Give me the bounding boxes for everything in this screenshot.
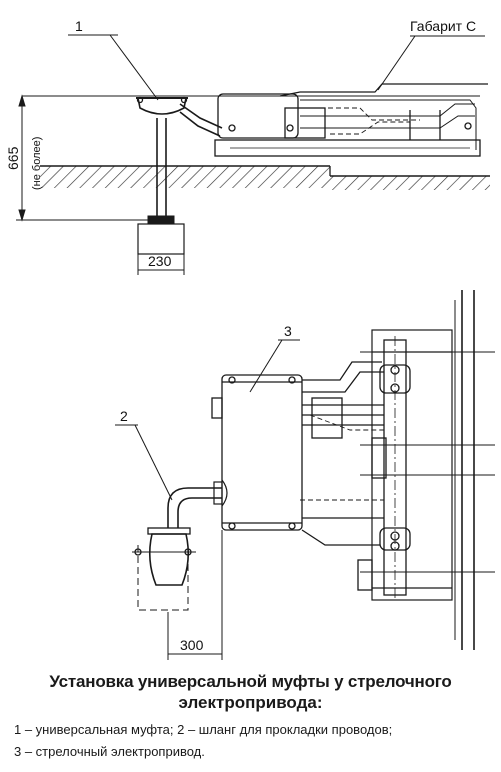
legend-line-2: 3 – стрелочный электропривод. xyxy=(14,744,205,759)
callout-1-label: 1 xyxy=(75,18,83,34)
ground-hatching xyxy=(40,165,490,190)
callout-2-label: 2 xyxy=(120,408,128,424)
technical-drawing: 1 Габарит С 665 (не более) 230 xyxy=(5,18,495,660)
dimension-300 xyxy=(167,530,223,660)
dimension-665-label: 665 xyxy=(5,146,21,170)
legend-line-1: 1 – универсальная муфта; 2 – шланг для п… xyxy=(14,722,393,737)
foundation-block xyxy=(137,223,185,255)
dimension-230-label: 230 xyxy=(148,253,172,269)
dimension-665 xyxy=(16,94,150,222)
dimension-300-label: 300 xyxy=(180,637,204,653)
callout-3-label: 3 xyxy=(284,323,292,339)
rail-frame xyxy=(357,290,495,650)
gabarit-label: Габарит С xyxy=(410,18,476,34)
figure-title-line-2: электропривода: xyxy=(178,693,323,712)
top-view xyxy=(16,34,490,275)
hose-top-view xyxy=(179,103,223,137)
universal-coupling-bottom xyxy=(132,527,196,611)
gabarit-c-outline xyxy=(279,83,488,97)
cable-hose xyxy=(167,479,228,528)
dimension-230 xyxy=(137,254,185,275)
base-plate xyxy=(214,139,481,157)
dimension-665-note: (не более) xyxy=(31,137,43,190)
universal-coupling-top xyxy=(136,96,188,115)
switch-drive-body xyxy=(217,93,299,139)
switch-drive-housing xyxy=(211,361,384,546)
figure-title-line-1: Установка универсальной муфты у стрелочн… xyxy=(49,672,452,691)
bottom-view xyxy=(115,290,495,660)
